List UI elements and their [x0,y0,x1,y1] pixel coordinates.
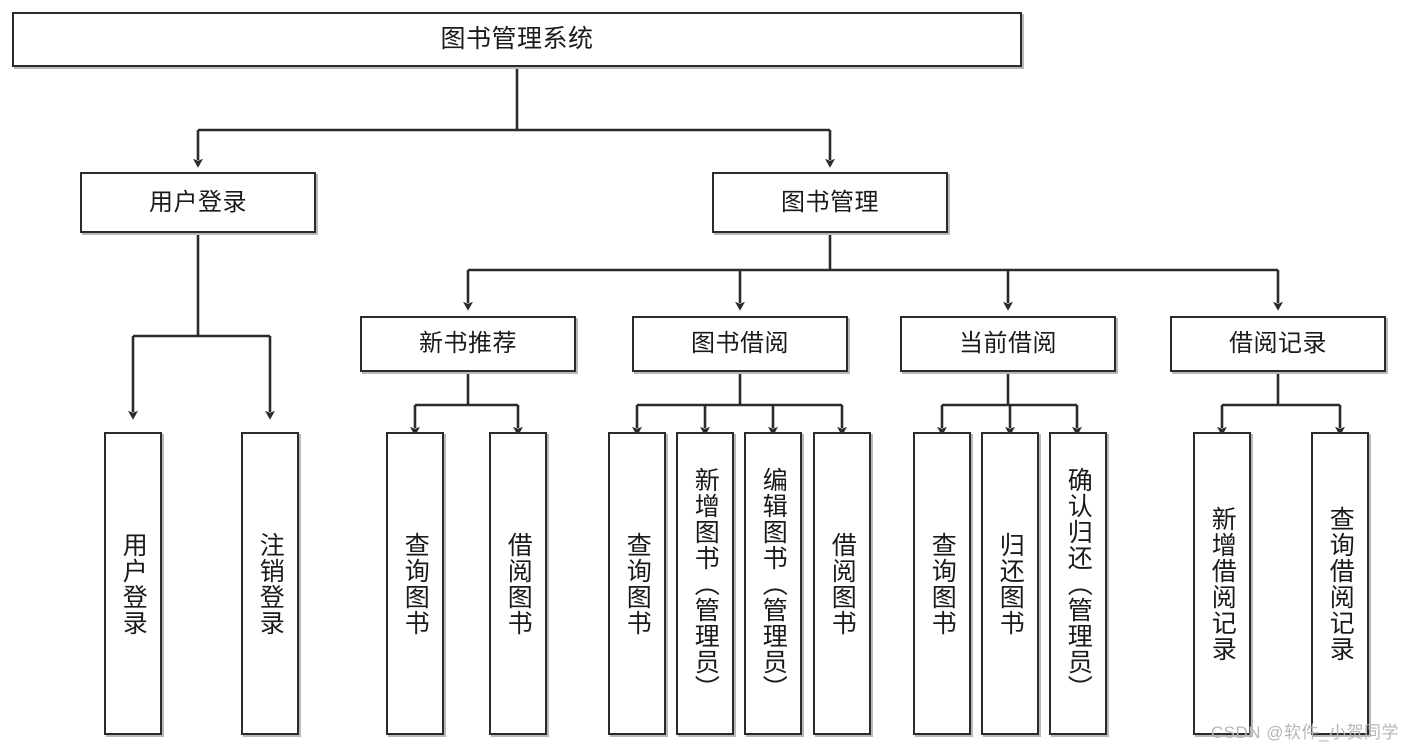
node-root[interactable]: 图书管理系统 [12,12,1022,67]
node-current-borrow[interactable]: 当前借阅 [900,316,1116,372]
node-leaf-borrow-book-2-label: 借阅图书 [828,531,857,636]
node-leaf-user-login[interactable]: 用户登录 [104,432,162,735]
node-leaf-query-book-3-label: 查询图书 [928,531,957,636]
node-leaf-borrow-book-2[interactable]: 借阅图书 [813,432,871,735]
node-leaf-return-book-label: 归还图书 [996,531,1025,636]
node-leaf-borrow-book-1[interactable]: 借阅图书 [489,432,547,735]
node-book-borrow[interactable]: 图书借阅 [632,316,848,372]
node-leaf-add-record-label: 新增借阅记录 [1208,505,1237,662]
node-root-label: 图书管理系统 [440,25,594,54]
node-leaf-query-book-2-label: 查询图书 [623,531,652,636]
node-leaf-confirm-return[interactable]: 确认归还（管理员） [1049,432,1107,735]
node-current-borrow-label: 当前借阅 [959,330,1057,358]
node-book-management[interactable]: 图书管理 [712,172,948,233]
node-leaf-edit-book[interactable]: 编辑图书（管理员） [744,432,802,735]
node-leaf-add-book[interactable]: 新增图书（管理员） [676,432,734,735]
node-leaf-query-record-label: 查询借阅记录 [1326,505,1355,662]
node-book-borrow-label: 图书借阅 [691,330,789,358]
node-leaf-add-book-label: 新增图书（管理员） [691,466,720,701]
node-leaf-return-book[interactable]: 归还图书 [981,432,1039,735]
node-leaf-user-login-label: 用户登录 [119,531,148,636]
node-leaf-query-book-1[interactable]: 查询图书 [386,432,444,735]
node-leaf-edit-book-label: 编辑图书（管理员） [759,466,788,701]
node-borrow-record[interactable]: 借阅记录 [1170,316,1386,372]
node-new-book-recommend-label: 新书推荐 [419,330,517,358]
node-leaf-add-record[interactable]: 新增借阅记录 [1193,432,1251,735]
node-leaf-query-book-3[interactable]: 查询图书 [913,432,971,735]
node-leaf-query-book-2[interactable]: 查询图书 [608,432,666,735]
node-user-login-label: 用户登录 [149,188,247,216]
node-borrow-record-label: 借阅记录 [1229,330,1327,358]
node-leaf-logout-login-label: 注销登录 [256,531,285,636]
node-leaf-borrow-book-1-label: 借阅图书 [504,531,533,636]
node-leaf-query-record[interactable]: 查询借阅记录 [1311,432,1369,735]
node-user-login[interactable]: 用户登录 [80,172,316,233]
node-new-book-recommend[interactable]: 新书推荐 [360,316,576,372]
node-leaf-logout-login[interactable]: 注销登录 [241,432,299,735]
node-leaf-confirm-return-label: 确认归还（管理员） [1064,466,1093,701]
csdn-watermark: CSDN @软件_小贺同学 [1210,723,1399,742]
node-book-management-label: 图书管理 [781,188,879,216]
node-leaf-query-book-1-label: 查询图书 [401,531,430,636]
